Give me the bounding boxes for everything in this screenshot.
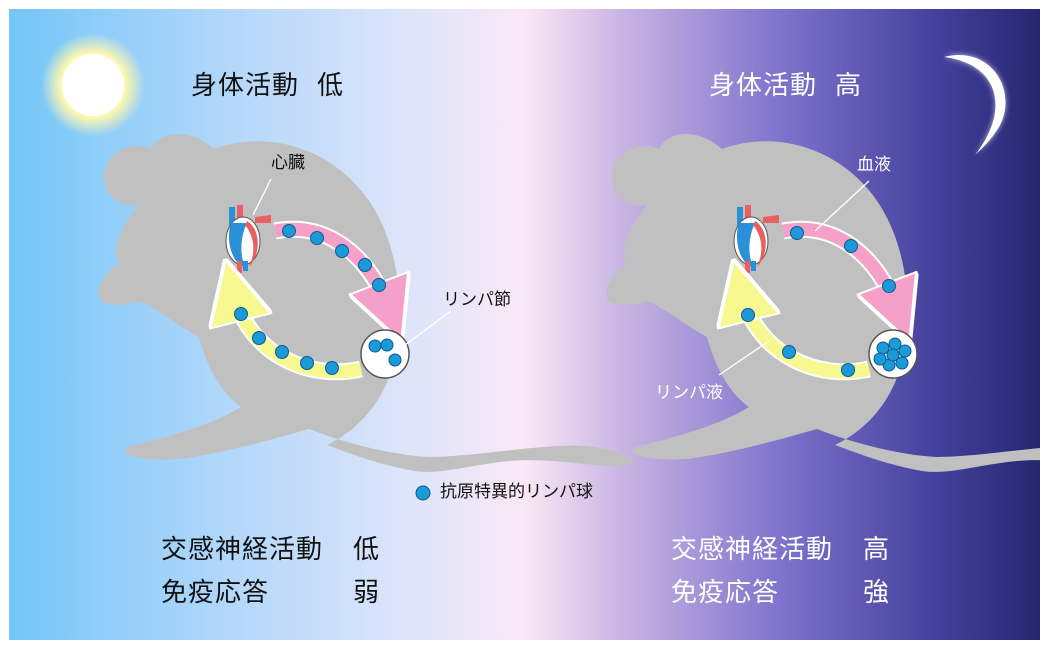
immune-label-right: 免疫応答 [671,580,779,606]
blood-label: 血液 [857,157,891,174]
lymph-fluid-label: リンパ液 [655,385,723,402]
immune-level-left: 弱 [353,580,380,606]
sympathetic-level-right: 高 [863,537,890,563]
lymph-node-left [361,330,409,378]
lymph-node-label: リンパ節 [443,292,511,309]
activity-level-left: 低 [317,71,344,101]
lymphocyte-icon [416,486,430,500]
sympathetic-row-left: 交感神経活動 [161,537,323,563]
illustration: 身体活動低 心臓 リンパ節 交感神経活動 低 免疫応答 弱 抗原特異的リンパ球 … [9,9,1040,640]
sympathetic-level-left: 低 [353,537,380,563]
activity-label-left: 身体活動 [191,71,299,101]
sympathetic-label-right: 交感神経活動 [671,537,833,563]
activity-title-left: 身体活動低 [191,73,344,99]
sun-icon [41,33,145,137]
immune-level-right: 強 [863,580,890,606]
legend-label: 抗原特異的リンパ球 [440,484,593,501]
activity-label-right: 身体活動 [709,71,817,101]
activity-level-right: 高 [835,71,862,101]
heart-label: 心臓 [271,155,305,172]
immune-label-left: 免疫応答 [161,580,269,606]
sympathetic-label-left: 交感神経活動 [161,535,323,565]
activity-title-right: 身体活動高 [709,73,862,99]
lymph-node-right [869,330,917,378]
